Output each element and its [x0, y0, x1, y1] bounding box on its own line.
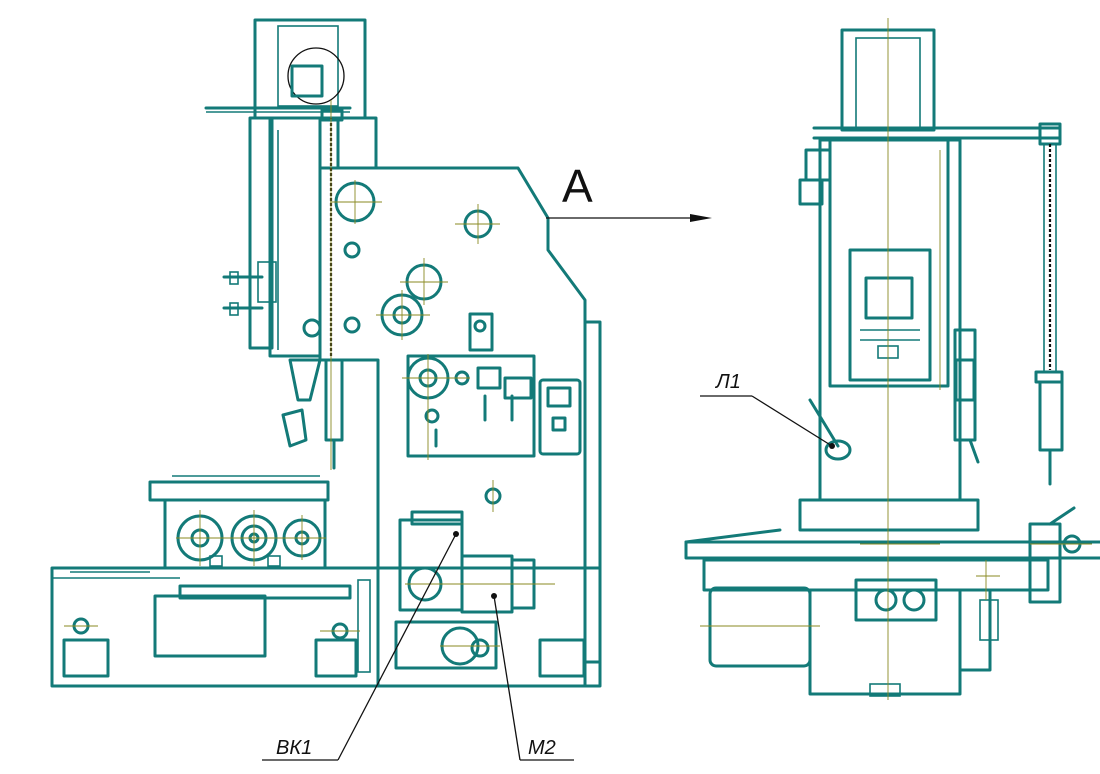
rotary-table-top [148, 480, 330, 502]
base-foot-right [538, 638, 586, 678]
view-direction-arrow [546, 214, 712, 222]
lever-knob [824, 439, 852, 461]
label-l1: Л1 [714, 371, 741, 393]
side-view-a [684, 18, 1100, 700]
switch-housing [398, 518, 464, 612]
front-view [50, 18, 602, 688]
view-label: A [562, 160, 593, 212]
tool-holder [324, 358, 344, 442]
side-tool-holder [1038, 380, 1064, 452]
label-vk1: ВК1 [276, 737, 312, 759]
detail-circle [287, 47, 345, 105]
handle [281, 408, 308, 448]
leader-vk1 [262, 531, 459, 761]
label-m2: М2 [528, 737, 556, 759]
side-cover [583, 320, 602, 664]
side-ram-housing [818, 138, 962, 502]
side-handwheel-box [1028, 522, 1062, 604]
leader-m2 [491, 593, 574, 761]
base-recess [153, 594, 267, 658]
front-column-body [318, 166, 587, 688]
leader-l1 [700, 395, 835, 449]
rotary-table-body [163, 498, 327, 570]
ram-slide [268, 116, 322, 358]
side-table-slide [684, 540, 1100, 560]
control-panel [406, 354, 536, 458]
base-foot-mid [314, 638, 358, 678]
base-foot-left [62, 638, 110, 678]
side-table-top [798, 498, 980, 532]
side-motor [708, 586, 812, 668]
side-panel [538, 378, 582, 456]
